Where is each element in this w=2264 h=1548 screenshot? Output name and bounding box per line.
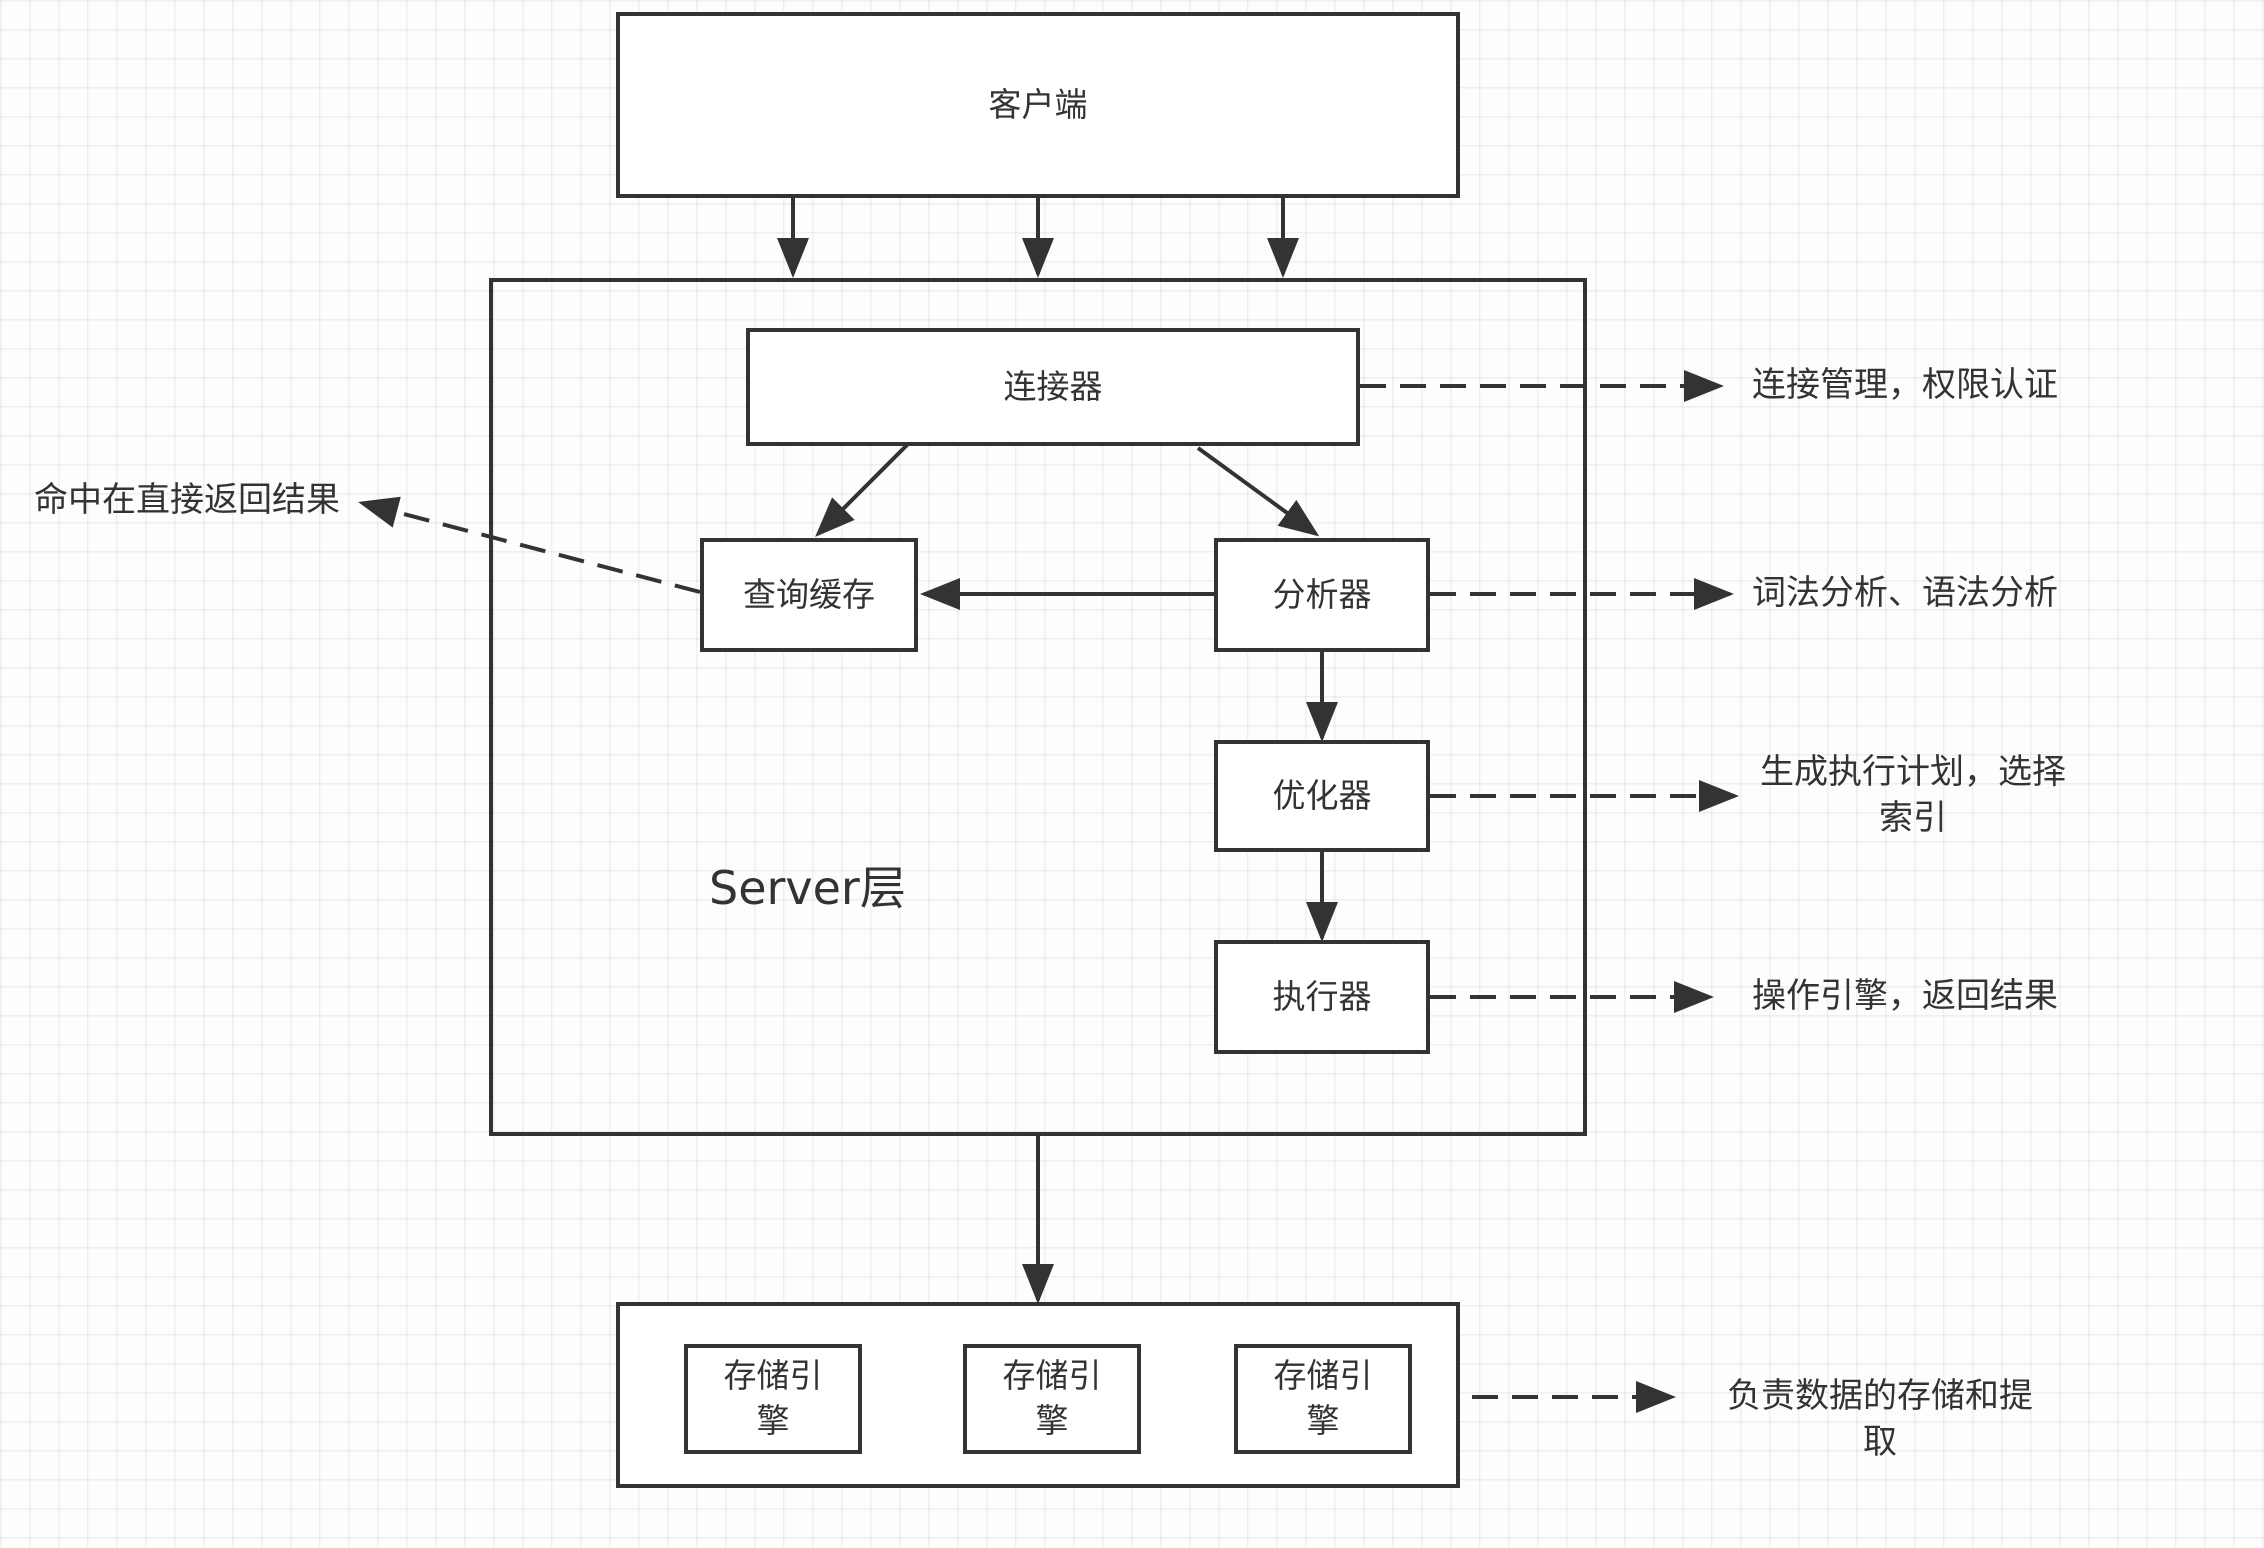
- storage-engine-label: 存储引擎: [723, 1356, 823, 1440]
- arrow-connector-to-analyzer: [1196, 446, 1320, 537]
- executor-label: 执行器: [1272, 976, 1372, 1016]
- dashed-arrow-cache-note: [358, 496, 701, 594]
- analyzer-box: 分析器: [1214, 538, 1430, 652]
- note-executor: 操作引擎，返回结果: [1752, 976, 2058, 1016]
- note-analyzer: 词法分析、语法分析: [1752, 573, 2058, 613]
- storage-engine-2: 存储引擎: [963, 1344, 1141, 1454]
- storage-engine-3: 存储引擎: [1234, 1344, 1412, 1454]
- query-cache-label: 查询缓存: [743, 574, 875, 614]
- note-optimizer: 生成执行计划，选择索引: [1760, 752, 2066, 838]
- storage-engine-label: 存储引擎: [1273, 1356, 1373, 1440]
- connector-box: 连接器: [746, 328, 1360, 446]
- arrow-connector-to-cache: [815, 442, 910, 537]
- query-cache-box: 查询缓存: [700, 538, 918, 652]
- storage-engine-label: 存储引擎: [1002, 1356, 1102, 1440]
- client-label: 客户端: [988, 84, 1088, 124]
- note-connector: 连接管理，权限认证: [1752, 365, 2058, 405]
- server-layer-box: [489, 278, 1587, 1136]
- executor-box: 执行器: [1214, 940, 1430, 1054]
- note-storage: 负责数据的存储和提取: [1727, 1376, 2033, 1462]
- analyzer-label: 分析器: [1272, 574, 1372, 614]
- optimizer-box: 优化器: [1214, 740, 1430, 852]
- optimizer-label: 优化器: [1272, 775, 1372, 815]
- note-cache-hit: 命中在直接返回结果: [34, 480, 340, 520]
- storage-engine-1: 存储引擎: [684, 1344, 862, 1454]
- server-layer-label: Server层: [709, 861, 906, 915]
- connector-label: 连接器: [1003, 366, 1103, 406]
- client-box: 客户端: [616, 12, 1460, 198]
